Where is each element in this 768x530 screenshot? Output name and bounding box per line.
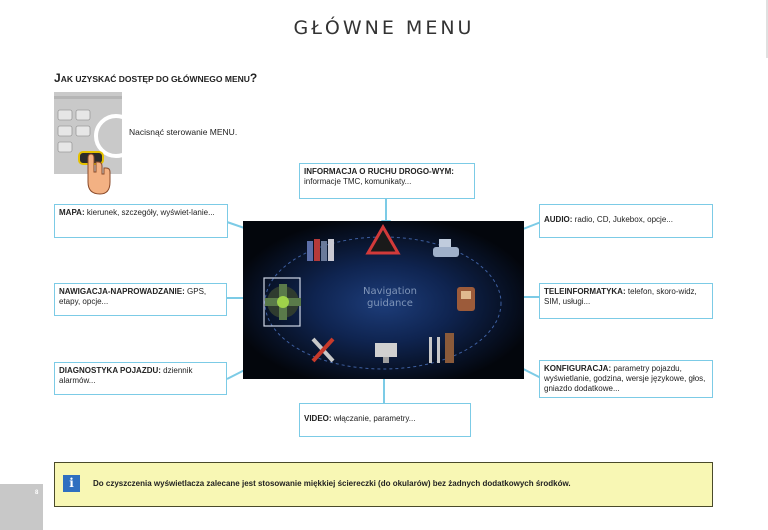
joystick-icon — [263, 277, 301, 327]
warning-triangle-icon — [365, 223, 401, 255]
margin-rule — [766, 0, 768, 58]
page-number-tab — [0, 484, 43, 530]
video-title: VIDEO: — [304, 414, 332, 423]
info-icon: i — [63, 475, 80, 492]
display-screen: Navigation guidance — [243, 221, 524, 379]
instruction-text: Nacisnąć sterowanie MENU. — [129, 127, 238, 137]
telematics-text: telefon, skoro-widz, SIM, usługi... — [544, 287, 697, 306]
section-heading: JAK UZYSKAĆ DOSTĘP DO GŁÓWNEGO MENU? — [54, 71, 257, 85]
configuration-text: parametry pojazdu, wyświetlanie, godzina… — [544, 364, 706, 393]
page-title: GŁÓWNE MENU — [293, 17, 475, 39]
audio-text: radio, CD, Jukebox, opcje... — [572, 215, 673, 224]
cleaning-tip-text: Do czyszczenia wyświetlacza zalecane jes… — [93, 479, 571, 488]
cleaning-tip-box: i Do czyszczenia wyświetlacza zalecane j… — [54, 462, 713, 507]
map-text: kierunek, szczegóły, wyświet-lanie... — [84, 208, 215, 217]
map-title: MAPA: — [59, 208, 85, 217]
telematics-title: TELEINFORMATYKA: — [544, 287, 626, 296]
tools-icon — [311, 337, 335, 363]
settings-sliders-icon — [429, 333, 454, 363]
audio-icon — [433, 239, 459, 257]
navigation-box: NAWIGACJA-NAPROWADZANIE: GPS, etapy, opc… — [54, 283, 227, 316]
traffic-info-text: informacje TMC, komunikaty... — [304, 177, 412, 186]
traffic-info-box: INFORMACJA O RUCHU DROGO-WYM: informacje… — [299, 163, 475, 199]
map-books-icon — [307, 239, 334, 261]
navigation-title: NAWIGACJA-NAPROWADZANIE: — [59, 287, 185, 296]
configuration-box: KONFIGURACJA: parametry pojazdu, wyświet… — [539, 360, 713, 398]
telematics-box: TELEINFORMATYKA: telefon, skoro-widz, SI… — [539, 283, 713, 319]
diagnostics-box: DIAGNOSTYKA POJAZDU: dziennik alarmów... — [54, 362, 227, 395]
traffic-info-title: INFORMACJA O RUCHU DROGO-WYM: — [304, 167, 454, 176]
configuration-title: KONFIGURACJA: — [544, 364, 612, 373]
menu-button-photo — [54, 92, 122, 195]
pointing-hand-icon — [87, 153, 111, 195]
video-screen-icon — [375, 343, 397, 363]
phone-icon — [457, 287, 475, 311]
audio-box: AUDIO: radio, CD, Jukebox, opcje... — [539, 204, 713, 238]
heading-question: ? — [249, 71, 258, 85]
center-line-1: Navigation — [363, 286, 417, 297]
page-number: 8 — [35, 490, 39, 496]
diagnostics-text: dziennik alarmów... — [59, 366, 193, 385]
heading-rest: AK UZYSKAĆ DOSTĘP DO GŁÓWNEGO MENU — [60, 74, 250, 84]
video-box: VIDEO: włączanie, parametry... — [299, 403, 471, 437]
diagnostics-title: DIAGNOSTYKA POJAZDU: — [59, 366, 161, 375]
center-line-2: guidance — [367, 298, 413, 309]
navigation-guidance-label: Navigation guidance — [345, 286, 435, 310]
heading-cap: J — [54, 71, 61, 85]
video-text: włączanie, parametry... — [331, 414, 416, 423]
audio-title: AUDIO: — [544, 215, 573, 224]
map-box: MAPA: kierunek, szczegóły, wyświet-lanie… — [54, 204, 228, 238]
navigation-text: GPS, etapy, opcje... — [59, 287, 207, 306]
